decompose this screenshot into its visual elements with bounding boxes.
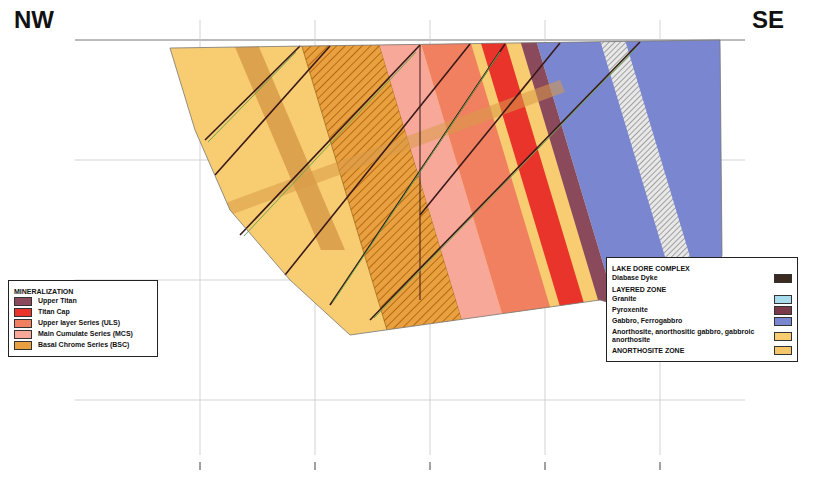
legend-text: Anorthosite, anorthositic gabbro, gabbro… [612, 328, 768, 344]
legend-row: ANORTHOSITE ZONE [612, 346, 792, 355]
drill-traces [208, 48, 636, 318]
direction-label: SE [752, 6, 784, 34]
direction-label: NW [14, 6, 54, 34]
legend-swatch [774, 295, 792, 304]
legend-row: Main Cumulate Series (MCS) [14, 330, 152, 339]
legend-row: Anorthosite, anorthositic gabbro, gabbro… [612, 328, 792, 344]
legend-text: Gabbro, Ferrogabbro [612, 317, 768, 325]
legend-text: Main Cumulate Series (MCS) [38, 330, 152, 338]
legend-row: Basal Chrome Series (BSC) [14, 341, 152, 350]
legend-row: Pyroxenite [612, 306, 792, 315]
legend-heading: MINERALIZATION [14, 288, 152, 295]
legend-text: Granite [612, 295, 768, 303]
legend-swatch [774, 317, 792, 326]
legend-panel: MINERALIZATION Upper TitanTitan CapUpper … [8, 280, 158, 357]
legend-swatch [774, 346, 792, 355]
legend-text: Diabase Dyke [612, 274, 768, 282]
legend-swatch [774, 332, 792, 341]
legend-panel: LAKE DORE COMPLEX Diabase DykeLAYERED ZON… [606, 257, 798, 362]
legend-text: Pyroxenite [612, 306, 768, 314]
drill-holes [205, 42, 640, 320]
legend-row: Upper Titan [14, 297, 152, 306]
ticks [200, 462, 660, 470]
legend-swatch [14, 341, 32, 350]
legend-text: Upper Titan [38, 297, 152, 305]
legend-swatch [774, 274, 792, 283]
legend-swatch [14, 297, 32, 306]
legend-row: Upper layer Series (ULS) [14, 319, 152, 328]
legend-row: Diabase Dyke [612, 274, 792, 283]
legend-text: Upper layer Series (ULS) [38, 319, 152, 327]
legend-text: ANORTHOSITE ZONE [612, 347, 768, 355]
legend-heading: LAYERED ZONE [612, 286, 792, 293]
legend-row: Titan Cap [14, 308, 152, 317]
legend-text: Basal Chrome Series (BSC) [38, 341, 152, 349]
legend-swatch [774, 306, 792, 315]
legend-swatch [14, 319, 32, 328]
legend-swatch [14, 308, 32, 317]
legend-heading: LAKE DORE COMPLEX [612, 265, 792, 272]
legend-row: Granite [612, 295, 792, 304]
legend-row: Gabbro, Ferrogabbro [612, 317, 792, 326]
legend-swatch [14, 330, 32, 339]
legend-text: Titan Cap [38, 308, 152, 316]
